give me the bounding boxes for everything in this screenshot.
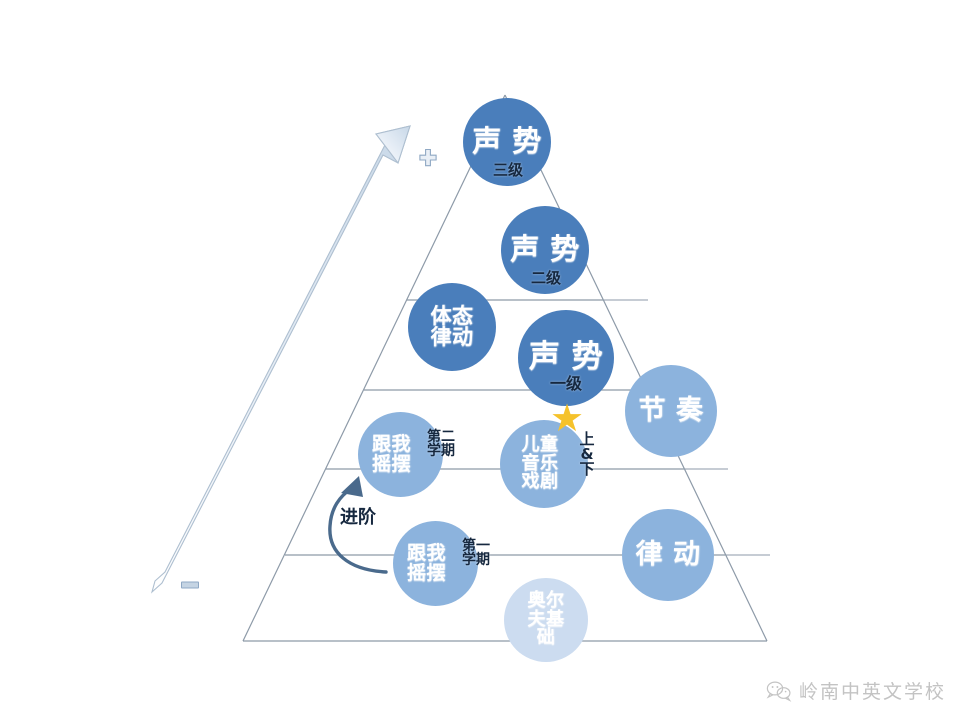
node-er-tong-yin-yue-xi-ju[interactable]: 儿童 音乐 戏剧 — [500, 420, 588, 508]
node-label: 律 动 — [635, 539, 701, 571]
node-label: 声 势 — [472, 124, 542, 159]
node-label: 跟我 摇摆 — [406, 542, 446, 584]
node-label: 节 奏 — [638, 395, 704, 427]
node-ao-er-fu-ji-chu[interactable]: 奥尔 夫基 础 — [504, 578, 588, 662]
node-label: 奥尔 夫基 础 — [527, 590, 565, 649]
node-sheng-shi-2[interactable]: 声 势 — [501, 206, 589, 294]
node-label: 跟我 摇摆 — [371, 433, 411, 475]
minus-icon — [181, 581, 199, 589]
node-ti-tai-lv-dong[interactable]: 体态 律动 — [408, 283, 496, 371]
star-icon: ★ — [550, 396, 585, 440]
node-sheng-shi-3[interactable]: 声 势 — [463, 98, 551, 186]
node-sublabel-sheng-shi-2: 二级 — [530, 269, 561, 287]
watermark: 岭南中英文学校 — [766, 677, 946, 704]
node-jie-zou[interactable]: 节 奏 — [625, 365, 717, 457]
node-sublabel-er-tong-yin-yue-xi-ju: 上 & 下 — [579, 430, 595, 478]
node-sublabel-sheng-shi-1: 一级 — [549, 374, 582, 393]
progression-arrow-icon — [328, 476, 388, 574]
node-label: 声 势 — [528, 339, 604, 376]
node-sheng-shi-1[interactable]: 声 势 — [518, 310, 614, 406]
node-sublabel-sheng-shi-3: 三级 — [492, 161, 523, 179]
node-sublabel-gen-wo-yao-bai-1: 第一 学期 — [462, 538, 490, 568]
node-label: 儿童 音乐 戏剧 — [521, 434, 559, 493]
node-lv-dong[interactable]: 律 动 — [622, 509, 714, 601]
node-label: 体态 律动 — [430, 303, 474, 349]
wechat-icon — [766, 680, 792, 702]
node-label: 声 势 — [510, 232, 580, 267]
watermark-text: 岭南中英文学校 — [798, 681, 946, 703]
plus-icon — [419, 148, 437, 167]
node-gen-wo-yao-bai-2[interactable]: 跟我 摇摆 — [358, 412, 443, 497]
progression-label: 进阶 — [340, 507, 376, 528]
node-gen-wo-yao-bai-1[interactable]: 跟我 摇摆 — [393, 521, 478, 606]
node-sublabel-gen-wo-yao-bai-2: 第二 学期 — [427, 429, 455, 459]
